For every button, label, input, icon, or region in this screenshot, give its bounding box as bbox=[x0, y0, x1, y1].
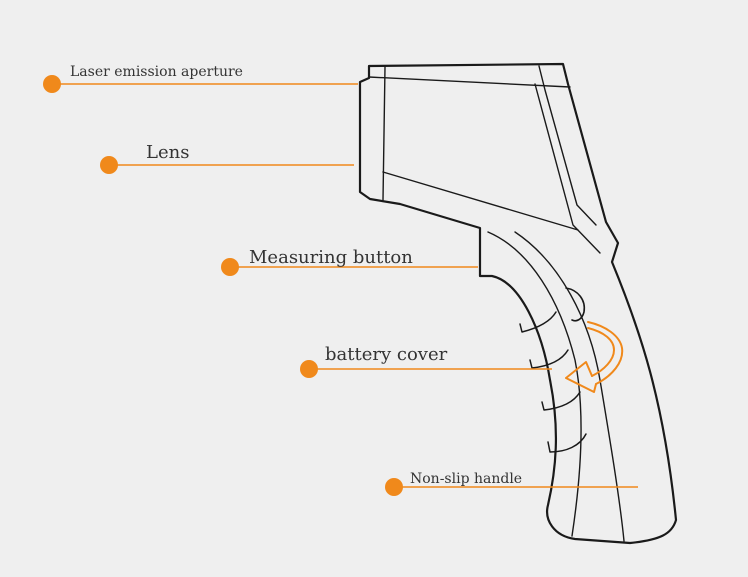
gun-front-face-edge bbox=[382, 66, 386, 201]
callout-dot-lens bbox=[100, 156, 118, 174]
grip-ridge-4 bbox=[547, 433, 587, 453]
measuring-button-shape bbox=[565, 287, 586, 322]
gun-handle-back-edge bbox=[534, 83, 601, 254]
grip-ridge-2 bbox=[529, 349, 569, 369]
callout-dots bbox=[43, 75, 403, 496]
gun-lower-body-line bbox=[382, 171, 579, 231]
grip-ridge-3 bbox=[541, 391, 581, 411]
label-laser-emission-aperture: Laser emission aperture bbox=[70, 64, 243, 80]
callout-lines bbox=[52, 83, 638, 488]
callout-dot-button bbox=[221, 258, 239, 276]
battery-cover-arrow-icon bbox=[565, 321, 624, 393]
callout-dot-battery bbox=[300, 360, 318, 378]
label-non-slip-handle: Non-slip handle bbox=[410, 471, 522, 487]
callout-dot-laser bbox=[43, 75, 61, 93]
gun-body-outline bbox=[358, 62, 678, 545]
callout-dot-handle bbox=[385, 478, 403, 496]
grip-ridge-1 bbox=[519, 311, 557, 333]
gun-handle-grip-curve bbox=[487, 231, 582, 537]
label-lens: Lens bbox=[146, 142, 189, 163]
label-battery-cover: battery cover bbox=[325, 344, 448, 365]
gun-front-panel-line bbox=[538, 65, 597, 226]
thermometer-gun bbox=[358, 62, 678, 545]
gun-handle-inner-line bbox=[514, 231, 625, 542]
label-measuring-button: Measuring button bbox=[249, 247, 413, 268]
gun-top-inner-line bbox=[368, 76, 571, 88]
